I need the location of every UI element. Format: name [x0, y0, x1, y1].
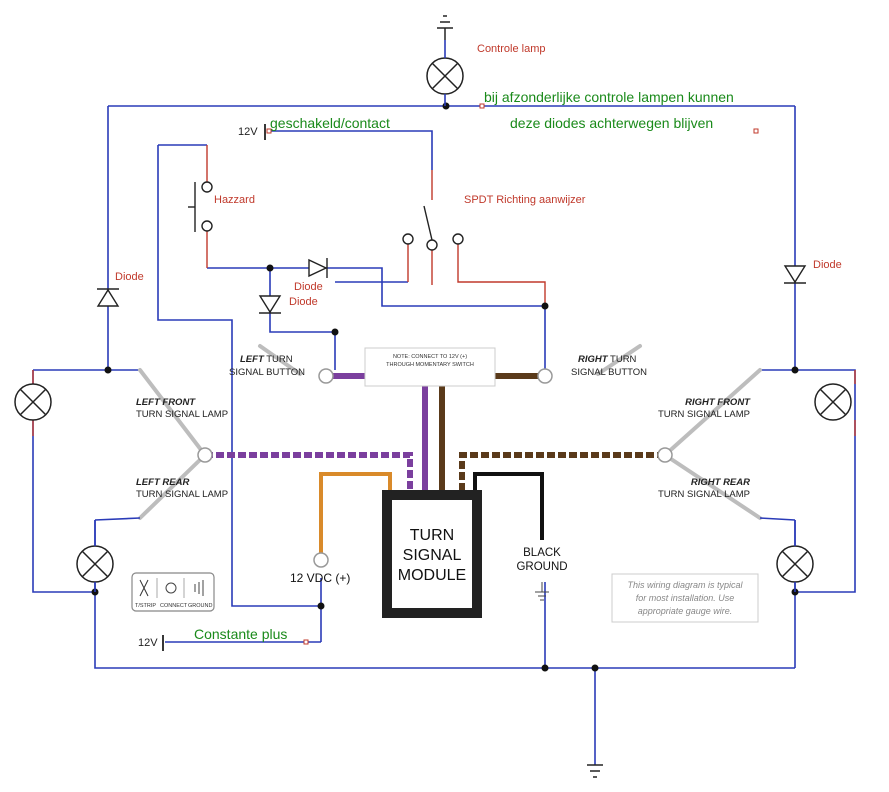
label-12v-bottom: 12V: [138, 637, 158, 649]
legend-tstrip: T/STRIP: [135, 603, 156, 609]
diode-right: [783, 265, 807, 284]
typical-line1: This wiring diagram is typical: [627, 580, 743, 590]
lamp-left-rear: [76, 545, 114, 583]
label-left-signal-button: SIGNAL BUTTON: [229, 367, 305, 378]
label-left-front-rest: TURN SIGNAL LAMP: [136, 409, 228, 420]
legend-box: [131, 572, 215, 612]
module-text-3: MODULE: [398, 567, 466, 584]
turn-signal-module-face: [392, 500, 472, 608]
note-line2: THROUGH MOMENTARY SWITCH: [386, 362, 474, 368]
label-diode-center1: Diode: [294, 281, 323, 293]
red-wires: [32, 145, 856, 436]
label-right-front: RIGHT FRONT: [685, 397, 751, 408]
gray-feeders: [138, 344, 762, 520]
label-right-front-rest: TURN SIGNAL LAMP: [658, 409, 750, 420]
label-right-signal-button: SIGNAL BUTTON: [571, 367, 647, 378]
label-controle-lamp: Controle lamp: [477, 43, 545, 55]
label-ground: GROUND: [516, 561, 567, 573]
ground-symbol-module: [535, 582, 549, 601]
note-box: [364, 347, 496, 387]
typical-line3: appropriate gauge wire.: [638, 606, 733, 616]
module-text-2: SIGNAL: [403, 547, 462, 564]
diode-center-vertical: [258, 295, 282, 314]
label-right-rear: RIGHT REAR: [691, 477, 750, 488]
ground-symbol-bottom: [587, 764, 603, 778]
label-diode-right: Diode: [813, 259, 842, 271]
ground-symbol-top: [437, 15, 453, 40]
legend-ground: GROUND: [188, 603, 212, 609]
label-spdt: SPDT Richting aanwijzer: [464, 194, 586, 206]
label-black: BLACK: [523, 547, 561, 559]
lamp-controle: [426, 57, 464, 95]
label-left-front: LEFT FRONT: [136, 397, 196, 408]
label-right-turn: RIGHT TURN: [578, 354, 637, 365]
label-constante: Constante plus: [194, 626, 287, 642]
spdt-switch: [402, 205, 464, 251]
label-hazzard: Hazzard: [214, 194, 255, 206]
typical-note-box: [611, 573, 759, 623]
lamp-right-rear: [776, 545, 814, 583]
label-bij-line2: deze diodes achterwegen blijven: [510, 115, 713, 131]
label-12vdc: 12 VDC (+): [290, 571, 350, 585]
terminal-nodes: [197, 368, 673, 568]
note-line1: NOTE: CONNECT TO 12V (+): [393, 354, 467, 360]
small-red-markers: [266, 103, 759, 645]
label-diode-left: Diode: [115, 271, 144, 283]
diode-center-horizontal: [308, 258, 328, 278]
label-right-rear-rest: TURN SIGNAL LAMP: [658, 489, 750, 500]
label-left-turn: LEFT TURN: [240, 354, 293, 365]
label-left-rear: LEFT REAR: [136, 477, 189, 488]
label-bij-line1: bij afzonderlijke controle lampen kunnen: [484, 89, 734, 105]
typical-line2: for most installation. Use: [636, 593, 735, 603]
v12-bars: [162, 124, 266, 651]
label-diode-center2: Diode: [289, 296, 318, 308]
legend-connect: CONNECT: [160, 603, 188, 609]
diode-left: [96, 288, 120, 307]
lamp-right-front: [814, 383, 852, 421]
label-left-rear-rest: TURN SIGNAL LAMP: [136, 489, 228, 500]
lamp-stubs: [94, 40, 796, 592]
label-geschakeld: geschakeld/contact: [270, 115, 390, 131]
lamp-left-front: [14, 383, 52, 421]
hazzard-switch: [188, 181, 213, 232]
label-12v-top: 12V: [238, 126, 258, 138]
module-text-1: TURN: [410, 527, 454, 544]
